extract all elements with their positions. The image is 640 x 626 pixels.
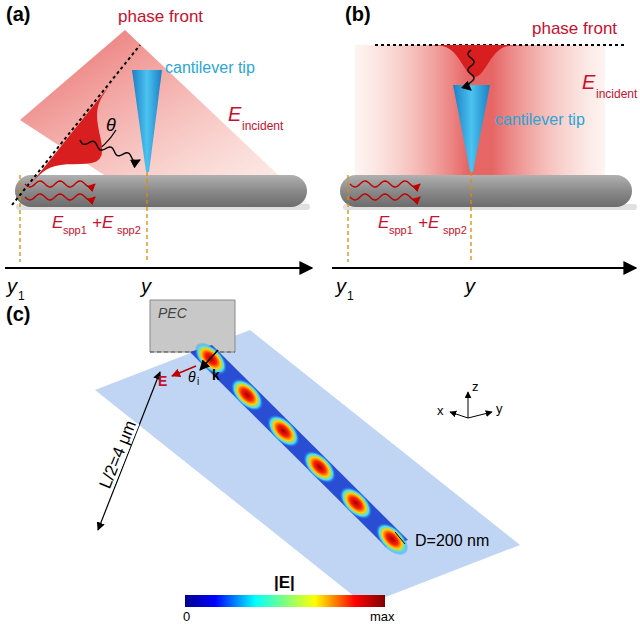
axis xyxy=(5,267,312,269)
annotation: i xyxy=(197,377,199,387)
diameter-leader xyxy=(395,532,405,544)
axis-z xyxy=(468,392,469,418)
annotation: z xyxy=(472,380,479,393)
annotation: E xyxy=(228,104,241,124)
nanorod-field xyxy=(190,345,408,547)
cantilever-tip xyxy=(453,85,490,172)
annotation: cantilever tip xyxy=(495,112,585,128)
dashed-marker xyxy=(146,172,147,262)
annotation: |E| xyxy=(274,574,295,591)
axis xyxy=(332,267,636,269)
wave-arrow xyxy=(80,140,140,162)
annotation: E xyxy=(378,214,389,231)
dashed-marker xyxy=(19,175,20,262)
wave-arrow xyxy=(350,181,420,187)
wave-arrow xyxy=(350,194,420,200)
annotation: incident xyxy=(596,88,637,100)
annotation: y xyxy=(336,276,346,296)
phase-front-line xyxy=(12,45,140,205)
incident-beam xyxy=(355,45,605,177)
dashed-marker xyxy=(347,175,348,262)
annotation: max xyxy=(370,610,395,623)
colorbar xyxy=(185,595,385,607)
annotation: D=200 nm xyxy=(415,533,489,549)
dashed-marker xyxy=(470,172,471,262)
annotation: 1 xyxy=(347,290,354,302)
annotation: k xyxy=(212,368,220,382)
annotation: y xyxy=(7,276,17,296)
nanorod xyxy=(15,175,307,207)
annotation: spp2 xyxy=(117,225,141,236)
panel-label: (a) xyxy=(6,4,30,24)
annotation: 0 xyxy=(183,610,190,623)
k-vector xyxy=(200,350,218,370)
phase-front-profile xyxy=(420,45,530,77)
substrate-field xyxy=(95,330,520,605)
panel-label: (b) xyxy=(345,4,371,24)
annotation: phase front xyxy=(532,20,617,37)
annotation: 1 xyxy=(18,290,25,302)
annotation: spp1 xyxy=(389,225,413,236)
annotation: E xyxy=(52,214,63,231)
annotation: y xyxy=(496,402,503,415)
annotation: θ xyxy=(106,116,116,134)
wave-arrow xyxy=(25,181,95,187)
panel-label: (c) xyxy=(6,304,30,324)
annotation: spp1 xyxy=(63,225,87,236)
annotation: phase front xyxy=(118,8,203,25)
annotation: E xyxy=(158,374,167,388)
annotation: θ xyxy=(188,370,196,384)
nanorod xyxy=(340,175,632,207)
pec-plane xyxy=(150,300,235,352)
annotation: PEC xyxy=(158,306,187,320)
annotation: y xyxy=(465,276,475,296)
annotation: +E xyxy=(418,214,439,231)
annotation: x xyxy=(437,404,444,417)
axis-y xyxy=(468,412,492,418)
annotation: y xyxy=(141,276,151,296)
length-arrow xyxy=(98,372,160,530)
axis-x xyxy=(450,412,468,418)
annotation: spp2 xyxy=(443,225,467,236)
wave-arrow xyxy=(25,194,95,200)
cantilever-tip xyxy=(132,70,162,172)
field-maxima xyxy=(189,337,414,561)
annotation: +E xyxy=(92,214,113,231)
wave-arrow xyxy=(468,50,474,90)
annotation: E xyxy=(582,72,595,92)
annotation: cantilever tip xyxy=(165,60,255,76)
phase-front-profile xyxy=(18,70,122,200)
annotation: incident xyxy=(242,120,283,132)
